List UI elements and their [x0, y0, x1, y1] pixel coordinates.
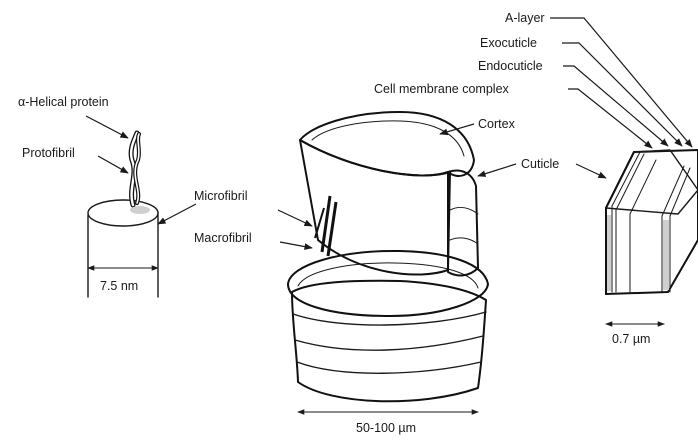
alpha-helical-protein-label: α-Helical protein	[18, 95, 109, 109]
endocuticle-leader	[563, 66, 668, 146]
fiber-diameter-label: 50-100 µm	[356, 421, 416, 435]
cuticle-label: Cuticle	[521, 157, 559, 171]
cell-membrane-complex-label: Cell membrane complex	[374, 82, 510, 96]
microfibril-cylinder-illustration	[88, 133, 158, 297]
endocuticle-label: Endocuticle	[478, 59, 543, 73]
exocuticle-label: Exocuticle	[480, 36, 537, 50]
microfibril-label: Microfibril	[194, 189, 247, 203]
protofibril-label: Protofibril	[22, 146, 75, 160]
cortex-leader	[440, 124, 474, 134]
microfibril-leader-left	[158, 204, 196, 224]
alpha-helical-protein-leader	[86, 116, 128, 138]
cuticle-leader-right	[576, 164, 606, 178]
cell-membrane-complex-leader	[568, 89, 652, 148]
cortex-label: Cortex	[478, 117, 516, 131]
microfibril-leader-right	[278, 210, 312, 226]
cuticle-leader-left	[478, 164, 516, 176]
a-layer-label: A-layer	[505, 11, 545, 25]
exocuticle-leader	[562, 43, 682, 146]
macrofibril-leader	[280, 242, 312, 248]
hair-fiber-illustration	[288, 112, 488, 412]
macrofibril-label: Macrofibril	[194, 231, 252, 245]
cuticle-thickness-label: 0.7 µm	[612, 332, 650, 346]
protofibril-leader	[98, 156, 128, 173]
a-layer-leader	[550, 18, 692, 147]
microfibril-diameter-label: 7.5 nm	[100, 279, 138, 293]
cuticle-cross-section-illustration	[606, 150, 698, 324]
